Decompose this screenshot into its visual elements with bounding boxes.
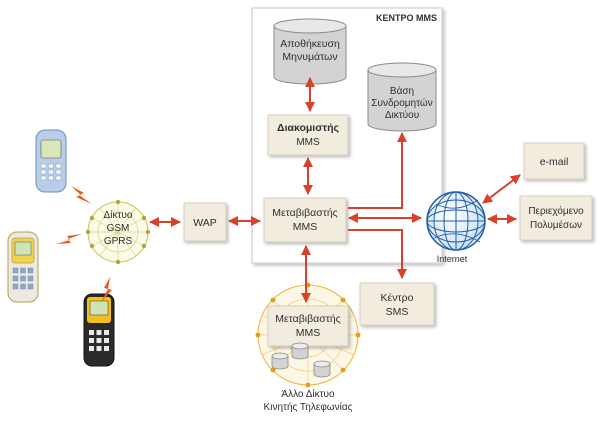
internet-globe-icon xyxy=(426,191,486,251)
mms-center-title: ΚΕΝΤΡΟ MMS xyxy=(376,13,437,23)
multimedia-content-box: Περιεχόμενο Πολυμέσων xyxy=(519,195,593,241)
sms-center-box: Κέντρο SMS xyxy=(359,282,435,326)
other-switch-box: Μεταβιβαστής MMS xyxy=(267,305,349,347)
subscriber-database: Βάση Συνδρομητών Δικτύου xyxy=(367,62,437,132)
multimedia-content-line1: Περιεχόμενο xyxy=(528,205,584,217)
gsm-network-web xyxy=(85,199,151,265)
sms-center-line2: SMS xyxy=(386,306,409,318)
other-switch-line2: MMS xyxy=(296,327,321,339)
multimedia-content-line2: Πολυμέσων xyxy=(530,219,582,231)
storage-label-line2: Μηνυμάτων xyxy=(282,51,337,63)
small-database-icons xyxy=(271,342,331,378)
mms-relay-server-box: Διακομιστής MMS xyxy=(267,114,349,156)
wap-box: WAP xyxy=(183,202,227,242)
mms-switch-line1: Μεταβιβαστής xyxy=(272,207,338,219)
gsm-network-line2: GSM xyxy=(107,223,130,234)
email-box: e-mail xyxy=(523,142,585,180)
relay-server-line2: MMS xyxy=(296,137,320,148)
other-switch-line1: Μεταβιβαστής xyxy=(275,313,341,325)
subscriber-db-line3: Δικτύου xyxy=(385,109,419,121)
sms-center-line1: Κέντρο xyxy=(381,292,414,304)
internet-label: Internet xyxy=(437,254,468,264)
mobile-phone-icon-bottom xyxy=(83,293,115,367)
mms-switch-box: Μεταβιβαστής MMS xyxy=(263,197,347,243)
other-network-line2: Κινητής Τηλεφωνίας xyxy=(264,401,353,413)
subscriber-db-line1: Βάση xyxy=(390,85,414,97)
mobile-phone-icon-middle xyxy=(7,231,39,303)
email-label: e-mail xyxy=(540,156,569,168)
message-storage-database: Αποθήκευση Μηνυμάτων xyxy=(273,18,347,85)
storage-label-line1: Αποθήκευση xyxy=(280,38,340,50)
subscriber-db-line2: Συνδρομητών xyxy=(371,97,432,109)
relay-server-line1: Διακομιστής xyxy=(277,122,339,134)
mobile-phone-icon-top xyxy=(35,129,67,193)
gsm-network-line1: Δίκτυο xyxy=(104,209,133,221)
mms-switch-line2: MMS xyxy=(293,221,318,233)
other-network-line1: Άλλο Δίκτυο xyxy=(281,388,335,400)
wap-label: WAP xyxy=(193,217,217,229)
wireless-signal-icons xyxy=(56,186,112,302)
connection-arrows xyxy=(149,77,521,303)
gsm-network-line3: GPRS xyxy=(104,236,133,247)
